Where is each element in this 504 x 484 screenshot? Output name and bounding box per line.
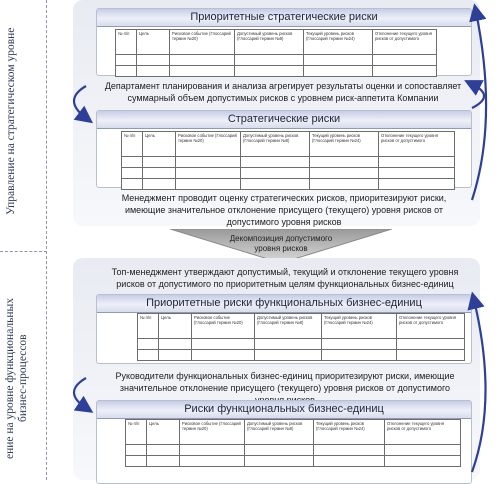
header-cell: Допустимый уровень рисков (Глоссарий тер…: [254, 313, 322, 339]
level-divider-horizontal: [0, 251, 47, 252]
priority-functional-risks-panel: Приоритетные риски функциональных бизнес…: [96, 294, 472, 364]
assessment-note: Менеджмент проводит оценку стратегически…: [121, 193, 447, 227]
header-cell: Цель: [136, 29, 170, 55]
header-cell: Допустимый уровень рисков (Глоссарий тер…: [234, 29, 304, 55]
header-cell: Рисковое событие (Глоссарий термин №20): [169, 29, 235, 55]
panel-title: Риски функциональных бизнес-единиц: [97, 401, 471, 419]
decomposition-label: Декомпозиция допустимого уровня рисков: [229, 234, 333, 253]
strategic-risks-panel: Стратегические риски № п/п Цель Рисковое…: [96, 110, 472, 190]
panel-title: Стратегические риски: [97, 111, 471, 129]
table-cell: [396, 349, 465, 361]
right-flow-arrow-1: [464, 80, 486, 109]
panel-title: Приоритетные стратегические риски: [97, 9, 471, 27]
functional-risks-table: № п/п Цель Рисковое событие (Глоссарий т…: [125, 419, 461, 467]
priority-strategic-risks-panel: Приоритетные стратегические риски № п/п …: [96, 8, 472, 77]
left-flow-arrow-top: [72, 85, 94, 124]
header-cell: Рисковое событие (Глоссарий термин №20): [179, 419, 245, 445]
priority-functional-risks-table: № п/п Цель Рисковое событие (Глоссарий т…: [137, 313, 465, 361]
decomposition-arrow-shape: [170, 229, 392, 264]
header-cell: Цель: [158, 313, 192, 339]
strategic-risks-table: № п/п Цель Рисковое событие (Глоссарий т…: [121, 131, 455, 190]
approval-note: Топ-менеджмент утверждают допустимый, те…: [111, 267, 459, 289]
panel-title: Приоритетные риски функциональных бизнес…: [97, 295, 471, 313]
header-cell: Отклонение текущего уровня рисков от доп…: [378, 131, 455, 157]
right-flow-arrow-2: [469, 3, 488, 201]
aggregation-note: Департамент планирования и анализа агрег…: [104, 81, 462, 103]
left-flow-arrow-bottom: [72, 377, 94, 413]
table-cell: [378, 178, 455, 190]
functional-risks-panel: Риски функциональных бизнес-единиц № п/п…: [96, 400, 472, 484]
header-cell: Отклонение текущего уровня рисков от доп…: [372, 29, 437, 55]
table-cell: [372, 65, 437, 77]
priority-strategic-risks-table: № п/п Цель Рисковое событие (Глоссарий т…: [115, 29, 437, 77]
header-cell: Цель: [142, 131, 176, 157]
table-cell: [384, 455, 461, 467]
header-cell: Текущий уровень рисков (Глоссарий термин…: [313, 419, 385, 445]
decomposition-arrow: [170, 229, 392, 264]
right-flow-arrow-3: [467, 291, 487, 473]
header-cell: Отклонение текущего уровня рисков от доп…: [384, 419, 461, 445]
header-cell: Текущий уровень рисков (Глоссарий термин…: [309, 131, 379, 157]
level-divider-vertical: [46, 0, 47, 480]
